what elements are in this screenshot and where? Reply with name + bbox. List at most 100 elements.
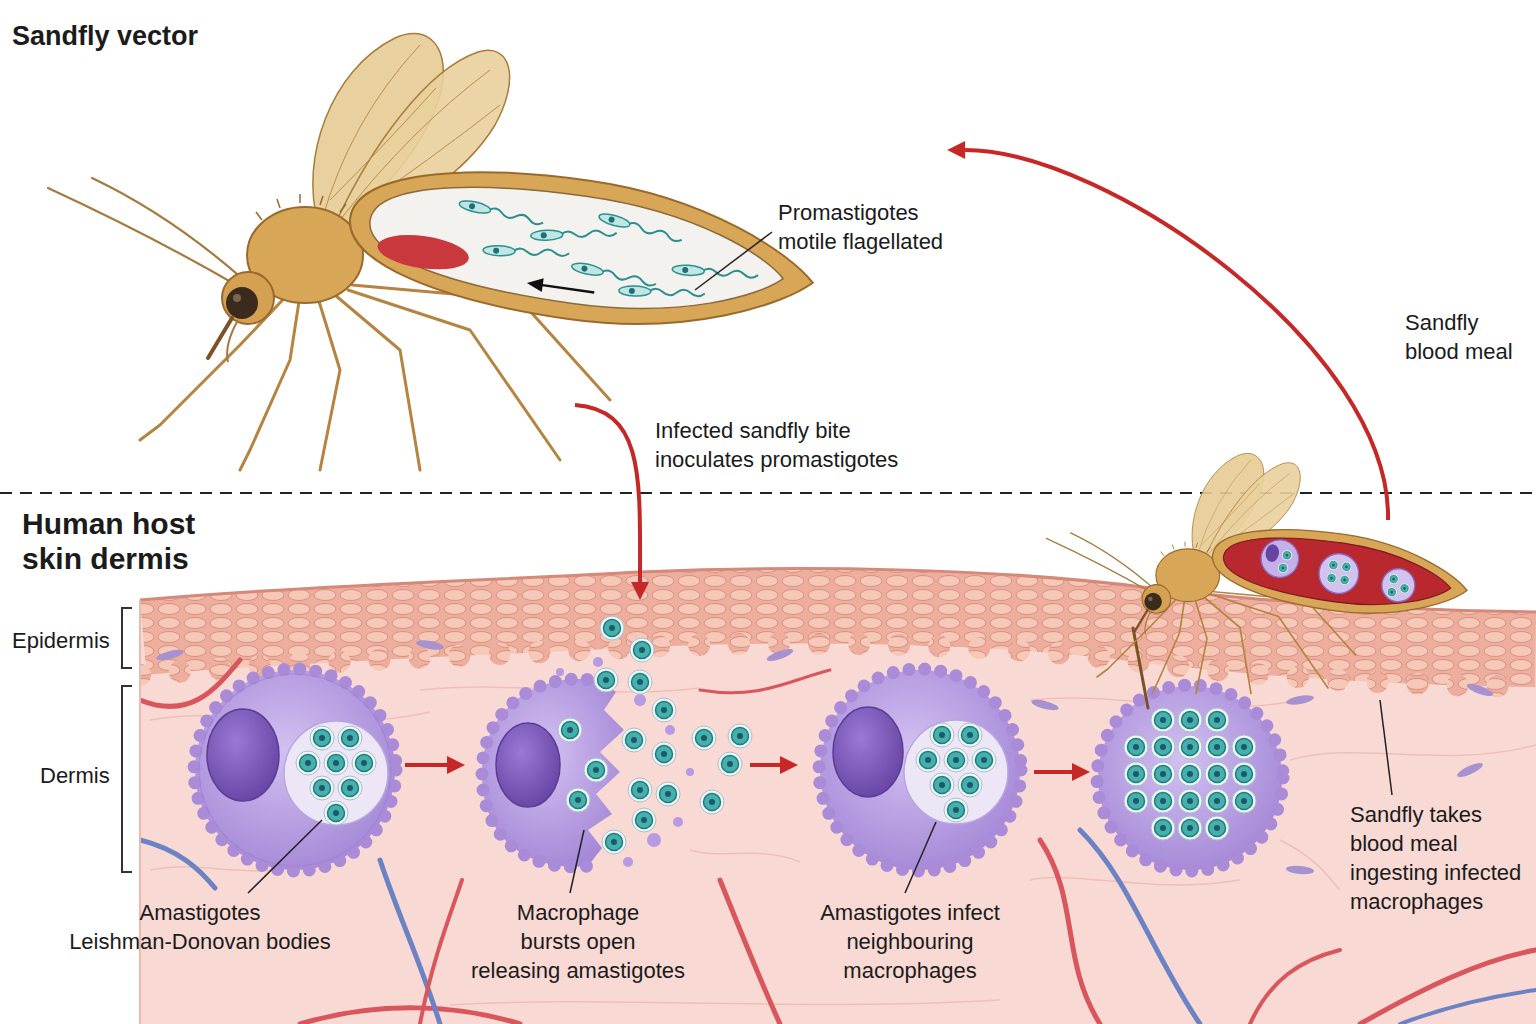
blood-vessels	[420, 880, 462, 1024]
layer-label: Epidermis	[12, 626, 110, 655]
macrophage-cell	[1178, 789, 1202, 813]
feeding-sandfly-illustration	[1399, 582, 1411, 594]
fibroblast	[1286, 694, 1315, 707]
feeding-sandfly: Sandfly takes blood meal ingesting infec…	[1105, 520, 1525, 920]
macrophage-cell	[1151, 762, 1175, 786]
bursting-macrophage-cell	[718, 752, 742, 776]
feeding-sandfly-illustration	[1386, 586, 1398, 598]
blood-vessels	[380, 860, 440, 1024]
macrophage-cell	[958, 723, 982, 747]
sandfly-illustration	[672, 264, 758, 280]
macrophage-cell	[1205, 762, 1229, 786]
dermis-fibers	[1280, 840, 1340, 890]
bursting-macrophage-cell	[622, 728, 646, 752]
bursting-macrophage: Macrophage bursts open releasing amastig…	[465, 600, 750, 990]
macrophage-cell	[324, 751, 348, 775]
sandfly-illustration	[619, 285, 705, 298]
dermis-fibers	[690, 850, 800, 862]
macrophage-cell	[1178, 762, 1202, 786]
feeding-sandfly-illustration	[1326, 572, 1338, 584]
leader-line	[248, 232, 1392, 893]
macrophage-cell	[904, 720, 1008, 824]
macrophage-cell	[194, 669, 396, 871]
fibroblast	[1456, 760, 1485, 779]
bursting-macrophage-cell	[652, 742, 676, 766]
macrophage-cell	[1151, 735, 1175, 759]
blood-vessels	[140, 660, 1536, 1024]
macrophage-cell	[352, 751, 376, 775]
sandfly-illustration	[48, 33, 610, 470]
macrophage-cell	[310, 776, 334, 800]
bursting-macrophage-cell	[673, 817, 683, 827]
macrophage-cell	[1232, 789, 1256, 813]
feeding-sandfly-illustration	[1219, 527, 1454, 618]
macrophage-cell	[1124, 735, 1148, 759]
bursting-macrophage-cell	[482, 616, 752, 867]
macrophage-cell	[1205, 735, 1229, 759]
dermis-fibers	[450, 1000, 1000, 1005]
bursting-macrophage-cell	[628, 670, 652, 694]
fibroblast	[155, 648, 184, 663]
sandfly-illustration	[363, 167, 791, 332]
skin-tissue	[139, 600, 141, 1024]
connector-arrow	[405, 756, 465, 774]
sandfly-illustration	[375, 230, 471, 274]
bursting-macrophage-cell	[600, 616, 624, 640]
divider-line	[0, 492, 1536, 494]
feeding-sandfly-illustration	[1340, 561, 1352, 573]
sandfly-illustration	[48, 33, 822, 470]
fibroblast	[1465, 681, 1494, 698]
bursting-macrophage-cell	[686, 768, 694, 776]
bursting-macrophage-cell	[692, 726, 716, 750]
feeding-sandfly-illustration	[1207, 517, 1472, 629]
blood-vessels	[1360, 950, 1536, 1024]
bursting-macrophage-cell	[647, 833, 661, 847]
macrophage-cell	[972, 748, 996, 772]
connector-line	[750, 763, 780, 767]
dermis-fibers	[1290, 745, 1536, 760]
bursting-macrophage-cell	[594, 668, 618, 692]
layer-bracket	[122, 608, 132, 872]
macrophage-cell	[284, 721, 388, 825]
macrophage-cell	[207, 709, 279, 801]
macrophage-cell	[1151, 816, 1175, 840]
bursting-macrophage-cell	[634, 694, 646, 706]
edge-label: Infected sandfly bite inoculates promast…	[655, 416, 898, 474]
bursting-macrophage-cell	[665, 725, 675, 735]
sandfly-illustration	[571, 261, 657, 289]
connector-arrow	[947, 141, 1388, 520]
sandfly-illustration	[541, 285, 594, 293]
sandfly-illustration	[458, 198, 544, 227]
feeding-sandfly-illustration	[1133, 628, 1148, 708]
sandfly-illustration	[531, 228, 617, 241]
blood-vessels	[140, 840, 215, 888]
process-arrow	[1034, 770, 1072, 774]
feeding-sandfly-illustration	[1207, 517, 1472, 629]
blood-vessels	[720, 880, 780, 1024]
macrophage-cell	[1124, 789, 1148, 813]
feeding-sandfly-illustration	[1281, 549, 1293, 561]
macrophage-cell	[1232, 762, 1256, 786]
sandfly-illustration	[526, 276, 544, 292]
macrophage-cell	[1098, 686, 1282, 870]
macrophage-cell	[1205, 816, 1229, 840]
macrophage-cell	[820, 670, 1020, 870]
skin-tissue	[140, 569, 1536, 1024]
macrophage-cell	[930, 773, 954, 797]
bursting-macrophage-cell	[556, 657, 694, 867]
connector-line	[575, 405, 640, 582]
bursting-macrophage-cell	[632, 808, 656, 832]
macrophage-cell	[958, 773, 982, 797]
leader-line	[248, 820, 322, 893]
macrophage-cell	[1178, 816, 1202, 840]
leader-line	[1380, 700, 1392, 795]
macrophage-cell	[944, 798, 968, 822]
macrophage-cell	[338, 726, 362, 750]
bursting-macrophage-cell	[584, 758, 608, 782]
feeding-sandfly-illustration	[1046, 453, 1472, 693]
macrophage-cell	[310, 726, 334, 750]
layer-label: Dermis	[40, 761, 110, 790]
fibroblast	[155, 639, 1494, 876]
divider-line	[0, 493, 1536, 494]
